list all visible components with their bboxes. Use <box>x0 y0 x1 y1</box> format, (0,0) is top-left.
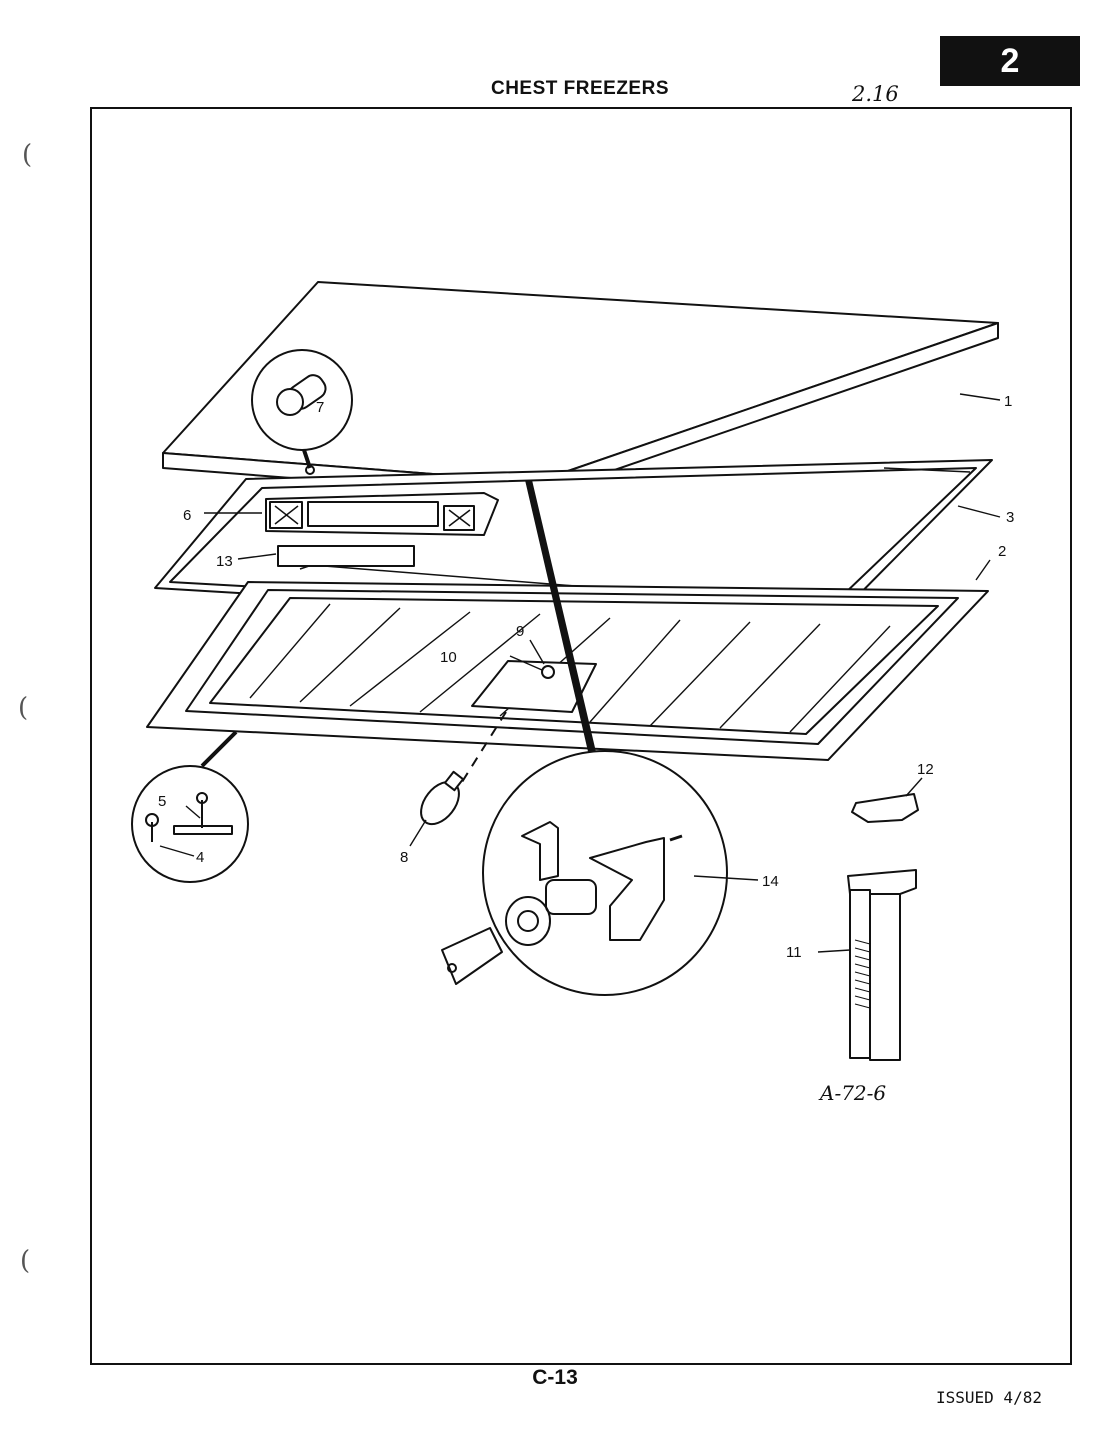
page-title: CHEST FREEZERS <box>490 78 670 99</box>
drawing-code: A-72-6 <box>818 1081 886 1105</box>
detail-circle-4-5 <box>131 730 249 883</box>
callout-2: 2 <box>998 543 1006 560</box>
cabinet-liner-part <box>146 581 989 783</box>
callout-9: 9 <box>516 623 524 640</box>
section-tab: 2 <box>940 36 1080 86</box>
callout-4: 4 <box>196 849 204 866</box>
lock-detail-circle <box>441 480 728 996</box>
light-bulb-part <box>420 770 465 826</box>
scan-hole-mark: ( <box>18 693 29 723</box>
callout-14: 14 <box>762 873 779 890</box>
callout-12: 12 <box>917 761 934 778</box>
strip-part <box>277 545 415 567</box>
handwritten-note: 2.16 <box>852 82 899 106</box>
hinge-part <box>847 869 917 1061</box>
scan-hole-mark: ( <box>22 140 33 170</box>
clip-part <box>851 793 919 823</box>
callout-8: 8 <box>400 849 408 866</box>
callout-5: 5 <box>158 793 166 810</box>
callout-7: 7 <box>316 399 324 416</box>
callout-11: 11 <box>786 944 802 961</box>
callout-3: 3 <box>1006 509 1014 526</box>
callout-1: 1 <box>1004 393 1012 410</box>
detail-circle-7 <box>251 349 353 475</box>
leader-lines <box>159 393 1001 953</box>
page-number: C-13 <box>532 1366 578 1389</box>
issue-date: ISSUED 4/82 <box>936 1388 1042 1407</box>
callout-6: 6 <box>183 507 191 524</box>
diagram-frame <box>90 107 1072 1365</box>
control-panel-part <box>265 492 499 536</box>
callout-10: 10 <box>440 649 457 666</box>
callout-13: 13 <box>216 553 233 570</box>
scan-hole-mark: ( <box>20 1246 31 1276</box>
